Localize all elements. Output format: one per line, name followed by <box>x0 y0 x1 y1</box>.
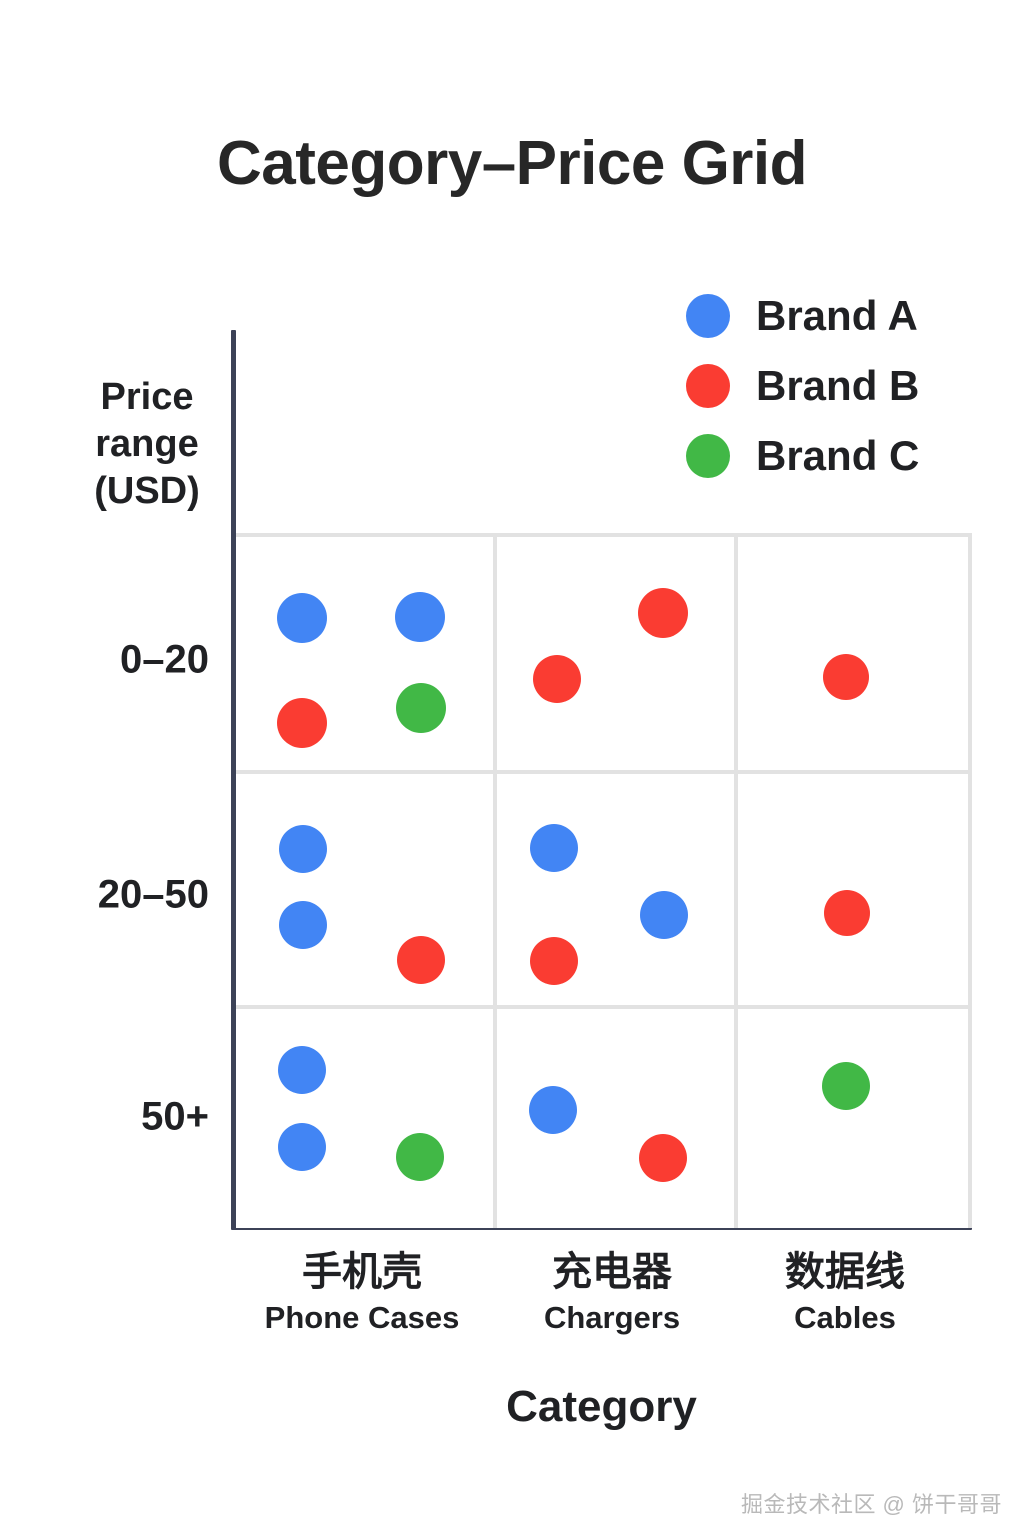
legend-item-label: Brand B <box>756 362 920 409</box>
data-point-brand-c[interactable] <box>822 1062 870 1110</box>
x-axis-tick-label-en: Chargers <box>543 1300 681 1335</box>
data-point-brand-a[interactable] <box>640 891 688 939</box>
x-axis-tick-group: 手机壳 Phone Cases <box>265 1248 460 1338</box>
legend-item-brand-a[interactable]: Brand A <box>686 281 986 351</box>
data-point-brand-b[interactable] <box>638 588 688 638</box>
x-axis-tick-group: 数据线 Cables <box>785 1248 905 1338</box>
data-point-brand-a[interactable] <box>278 1046 326 1094</box>
grid-cell[interactable] <box>738 533 972 770</box>
data-point-brand-a[interactable] <box>279 901 327 949</box>
y-axis-line <box>231 330 236 1228</box>
legend-swatch-icon <box>686 364 730 408</box>
grid-cell[interactable] <box>236 533 497 770</box>
x-axis-tick-label-cn: 充电器 <box>551 1250 672 1294</box>
x-axis-tick-labels: 手机壳 Phone Cases 充电器 Chargers 数据线 Cables <box>231 1248 972 1358</box>
x-axis-tick-label-en: Phone Cases <box>264 1300 460 1335</box>
y-axis-tick-label: 50+ <box>141 1094 209 1139</box>
data-point-brand-c[interactable] <box>396 1133 444 1181</box>
x-axis-tick-label-cn: 手机壳 <box>301 1250 422 1294</box>
data-point-brand-b[interactable] <box>530 937 578 985</box>
data-point-brand-b[interactable] <box>823 654 869 700</box>
legend-swatch-icon <box>686 434 730 478</box>
data-point-brand-a[interactable] <box>529 1086 577 1134</box>
category-price-grid <box>236 533 972 1228</box>
x-axis-title: Category <box>506 1382 697 1431</box>
y-axis-tick-label: 20–50 <box>97 872 209 917</box>
grid-cell[interactable] <box>738 770 972 1005</box>
y-axis-title-line: Price <box>100 376 194 418</box>
data-point-brand-b[interactable] <box>639 1134 687 1182</box>
y-axis-title-line: range <box>95 423 199 465</box>
legend-item-label: Brand C <box>756 432 920 479</box>
y-axis-tick-label: 0–20 <box>120 637 209 682</box>
data-point-brand-b[interactable] <box>824 890 870 936</box>
page-title: Category–Price Grid <box>216 129 808 198</box>
x-axis-tick-group: 充电器 Chargers <box>544 1248 680 1338</box>
legend-item-brand-b[interactable]: Brand B <box>686 351 986 421</box>
grid-cell[interactable] <box>497 533 738 770</box>
x-axis-tick-label-en: Cables <box>794 1300 896 1335</box>
data-point-brand-b[interactable] <box>397 936 445 984</box>
y-axis-title-line: (USD) <box>94 470 200 512</box>
chart-legend: Brand A Brand B Brand C <box>686 281 986 491</box>
data-point-brand-b[interactable] <box>533 655 581 703</box>
data-point-brand-a[interactable] <box>277 593 327 643</box>
grid-cell[interactable] <box>236 1005 497 1228</box>
watermark: 掘金技术社区 @ 饼干哥哥 <box>740 1492 1002 1517</box>
grid-cell[interactable] <box>738 1005 972 1228</box>
legend-swatch-icon <box>686 294 730 338</box>
grid-cell[interactable] <box>236 770 497 1005</box>
data-point-brand-c[interactable] <box>396 683 446 733</box>
data-point-brand-a[interactable] <box>395 592 445 642</box>
y-axis-tick-labels: 0–20 20–50 50+ <box>25 330 209 1230</box>
data-point-brand-a[interactable] <box>279 825 327 873</box>
y-axis-title: Price range (USD) <box>72 374 222 515</box>
data-point-brand-a[interactable] <box>278 1123 326 1171</box>
legend-item-label: Brand A <box>756 292 918 339</box>
data-point-brand-a[interactable] <box>530 824 578 872</box>
data-point-brand-b[interactable] <box>277 698 327 748</box>
plot-area <box>231 330 972 1230</box>
legend-item-brand-c[interactable]: Brand C <box>686 421 986 491</box>
x-axis-tick-label-cn: 数据线 <box>785 1250 905 1294</box>
